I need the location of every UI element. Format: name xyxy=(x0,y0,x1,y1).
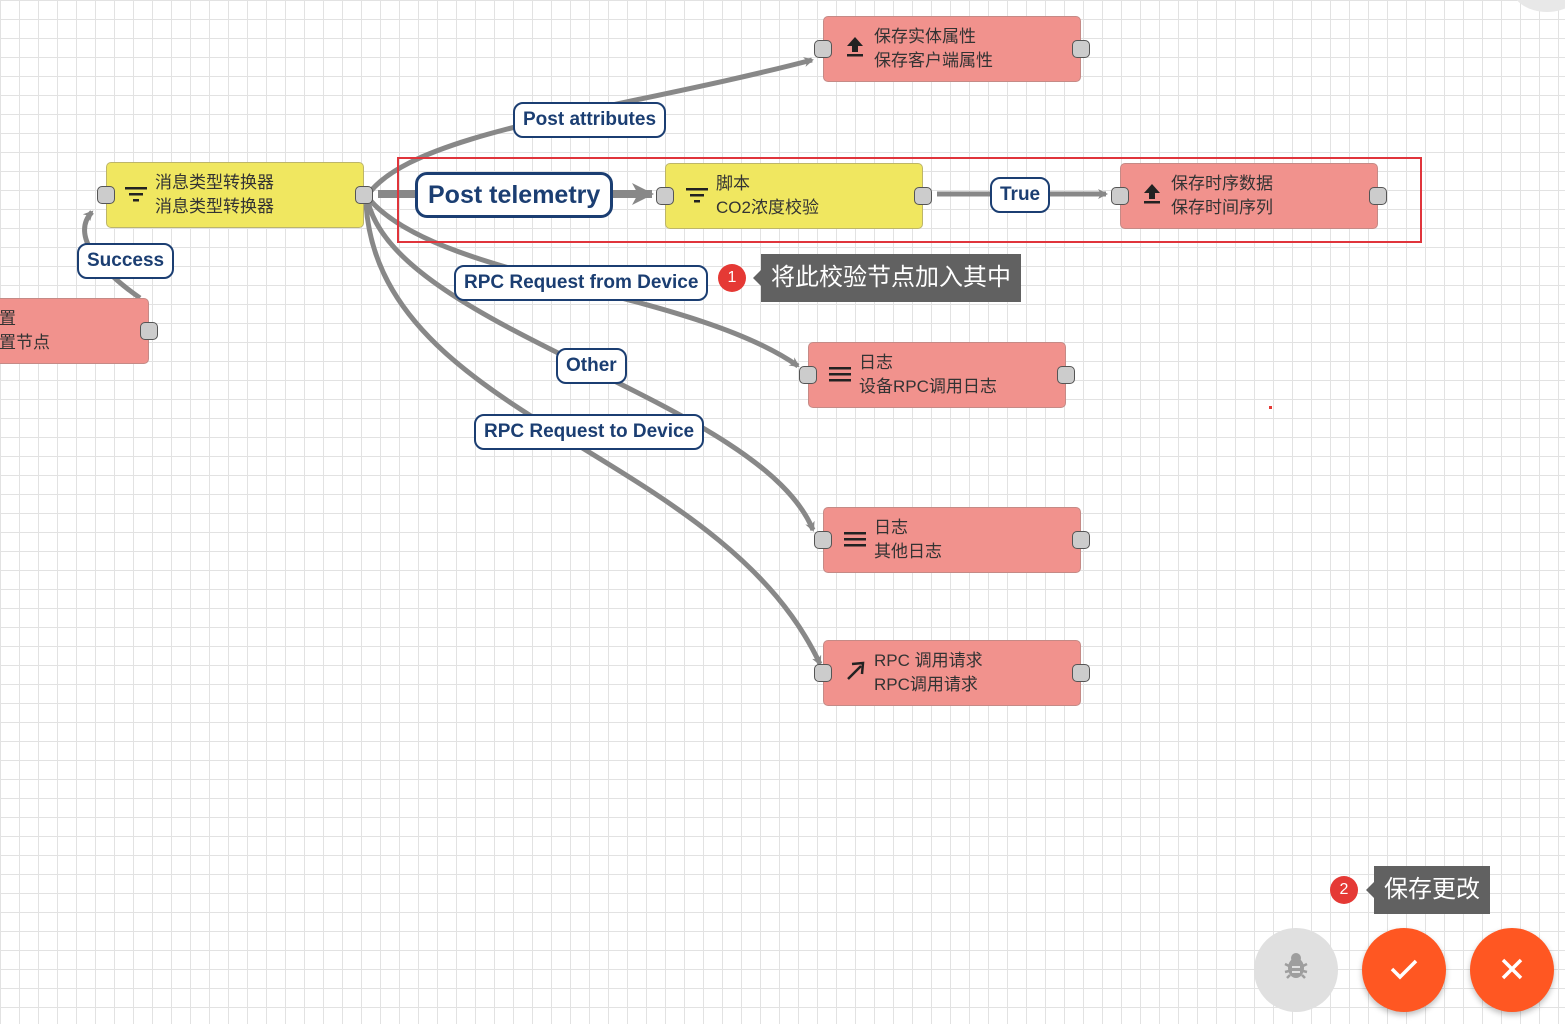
output-port[interactable] xyxy=(1072,531,1090,549)
output-port[interactable] xyxy=(140,322,158,340)
node-script-co2-check[interactable]: 脚本 CO2浓度校验 xyxy=(656,163,932,229)
edge-label-rpc-from-device[interactable]: RPC Request from Device xyxy=(454,265,709,301)
menu-icon xyxy=(821,363,859,387)
stray-red-dot xyxy=(1269,406,1272,409)
input-port[interactable] xyxy=(1111,187,1129,205)
input-port[interactable] xyxy=(814,531,832,549)
node-name: 日志 xyxy=(874,518,908,537)
step-badge-1: 1 xyxy=(718,264,746,292)
output-port[interactable] xyxy=(1072,664,1090,682)
node-line1: 置 xyxy=(0,309,16,328)
input-port[interactable] xyxy=(97,186,115,204)
node-name: 保存实体属性 xyxy=(874,27,976,46)
edge-label-success[interactable]: Success xyxy=(77,243,175,279)
node-rpc-call-request[interactable]: RPC 调用请求 RPC调用请求 xyxy=(814,640,1090,706)
output-port[interactable] xyxy=(914,187,932,205)
filter-icon xyxy=(117,183,155,207)
edge-label-post-telemetry[interactable]: Post telemetry xyxy=(415,172,614,218)
output-port[interactable] xyxy=(1072,40,1090,58)
input-port[interactable] xyxy=(814,40,832,58)
node-description: RPC调用请求 xyxy=(874,675,978,694)
node-log-other[interactable]: 日志 其他日志 xyxy=(814,507,1090,573)
apply-changes-button[interactable] xyxy=(1362,928,1446,1012)
upload-icon xyxy=(1133,183,1171,209)
edge-label-other[interactable]: Other xyxy=(556,348,627,384)
node-message-type-converter[interactable]: 消息类型转换器 消息类型转换器 xyxy=(97,162,373,228)
step-badge-2: 2 xyxy=(1330,876,1358,904)
node-name: 脚本 xyxy=(716,174,750,193)
tooltip-save-changes: 保存更改 xyxy=(1366,866,1490,914)
upload-icon xyxy=(836,36,874,62)
tooltip-add-check-node: 将此校验节点加入其中 xyxy=(753,254,1021,302)
node-save-timeseries[interactable]: 保存时序数据 保存时间序列 xyxy=(1111,163,1387,229)
input-port[interactable] xyxy=(814,664,832,682)
node-description: CO2浓度校验 xyxy=(716,198,819,217)
edge-label-true[interactable]: True xyxy=(990,177,1051,213)
close-icon xyxy=(1500,951,1524,990)
node-name: 日志 xyxy=(859,353,893,372)
node-log-rpc[interactable]: 日志 设备RPC调用日志 xyxy=(799,342,1075,408)
debug-button[interactable] xyxy=(1254,928,1338,1012)
node-description: 消息类型转换器 xyxy=(155,197,274,216)
node-description: 设备RPC调用日志 xyxy=(859,377,997,396)
bug-icon xyxy=(1283,952,1309,988)
node-name: 消息类型转换器 xyxy=(155,173,274,192)
cancel-changes-button[interactable] xyxy=(1470,928,1554,1012)
edge-label-rpc-to-device[interactable]: RPC Request to Device xyxy=(474,414,705,450)
node-name: 保存时序数据 xyxy=(1171,174,1273,193)
output-port[interactable] xyxy=(355,186,373,204)
input-port[interactable] xyxy=(656,187,674,205)
arrow-up-right-icon xyxy=(836,661,874,686)
node-save-attributes[interactable]: 保存实体属性 保存客户端属性 xyxy=(814,16,1090,82)
menu-icon xyxy=(836,528,874,552)
edge-label-post-attributes[interactable]: Post attributes xyxy=(513,102,667,138)
node-left-partial[interactable]: 置 置节点 xyxy=(0,298,158,364)
filter-icon xyxy=(678,184,716,208)
node-line2: 置节点 xyxy=(0,333,50,352)
node-description: 保存时间序列 xyxy=(1171,198,1273,217)
node-description: 其他日志 xyxy=(874,542,942,561)
output-port[interactable] xyxy=(1057,366,1075,384)
output-port[interactable] xyxy=(1369,187,1387,205)
node-description: 保存客户端属性 xyxy=(874,51,993,70)
highlight-box xyxy=(397,157,1422,243)
input-port[interactable] xyxy=(799,366,817,384)
node-name: RPC 调用请求 xyxy=(874,651,983,670)
check-icon xyxy=(1389,951,1419,990)
